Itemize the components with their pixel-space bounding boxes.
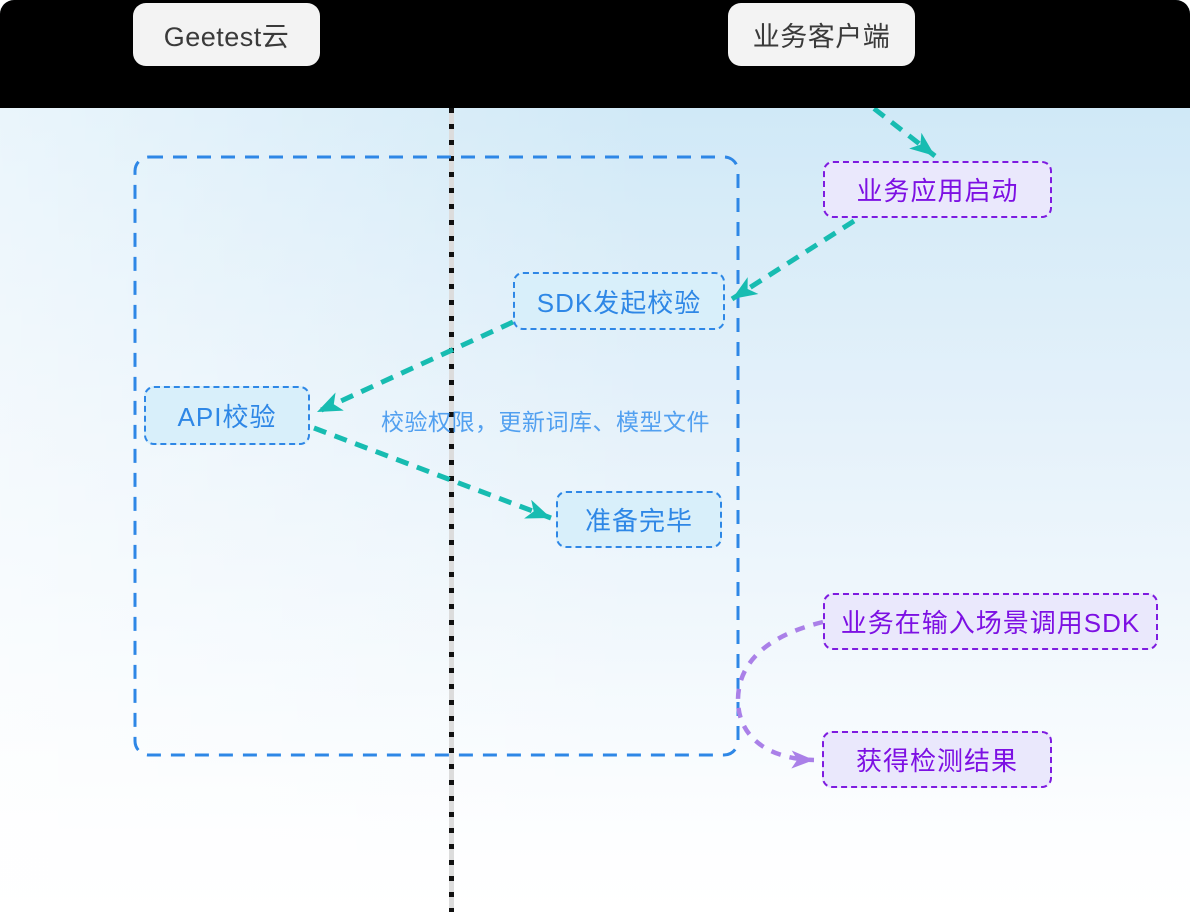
node-business-call-sdk: 业务在输入场景调用SDK bbox=[823, 593, 1158, 650]
arrow-app-start-to-sdk-verify bbox=[730, 218, 856, 302]
arrow-call-sdk-to-result bbox=[735, 619, 824, 769]
node-ready: 准备完毕 bbox=[556, 491, 722, 548]
node-business-app-start: 业务应用启动 bbox=[823, 161, 1052, 218]
arrow-api-verify-to-ready bbox=[313, 425, 552, 521]
lane-label-business-client: 业务客户端 bbox=[728, 3, 915, 66]
node-sdk-initiate-verify: SDK发起校验 bbox=[513, 272, 725, 330]
lane-label-geetest-cloud: Geetest云 bbox=[133, 3, 320, 66]
arrow-sdk-verify-to-api-verify bbox=[315, 319, 515, 415]
header-band: Geetest云 业务客户端 bbox=[0, 0, 1190, 108]
node-api-verify: API校验 bbox=[144, 386, 310, 445]
node-get-detection-result: 获得检测结果 bbox=[822, 731, 1052, 788]
annotation-verify-permission: 校验权限，更新词库、模型文件 bbox=[381, 409, 710, 435]
lane-divider-dotted-line bbox=[449, 108, 454, 912]
geetest-cloud-boundary-rect bbox=[133, 155, 740, 757]
